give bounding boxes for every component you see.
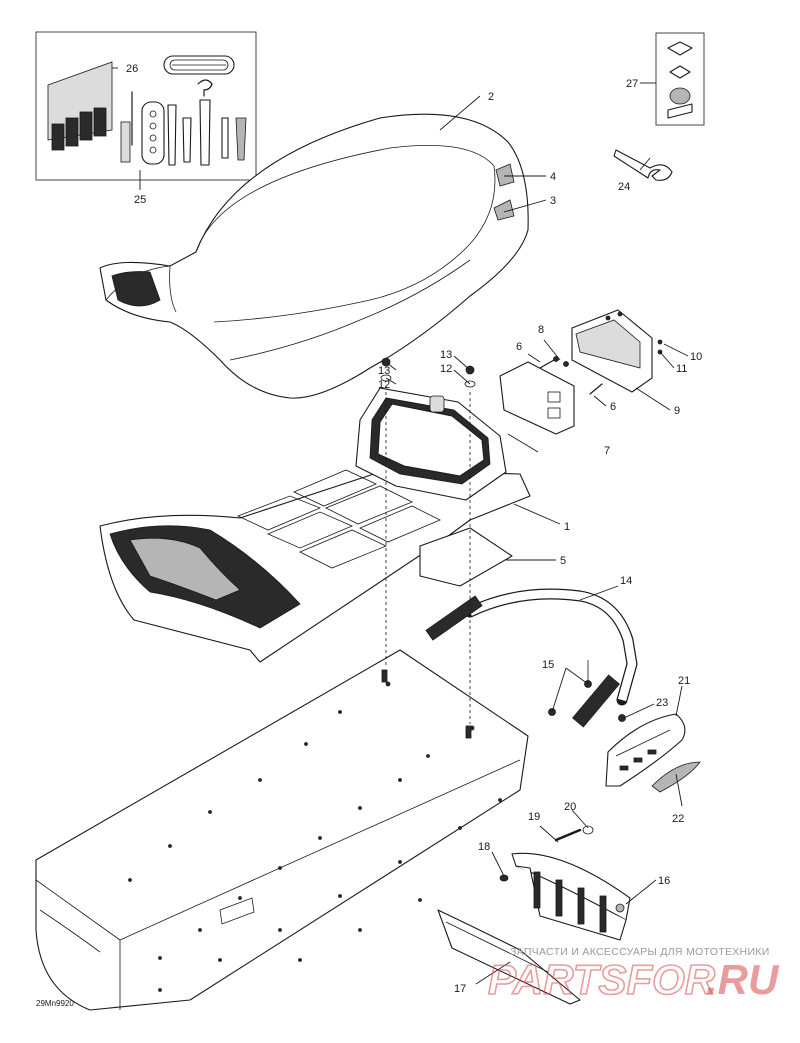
label-24: 24 <box>618 181 630 193</box>
label-19: 19 <box>528 811 540 823</box>
label-13b: 13 <box>440 349 452 361</box>
watermark-tagline: ЗАПЧАСТИ И АКСЕССУАРЫ ДЛЯ МОТОТЕХНИКИ <box>510 946 770 958</box>
label-6a: 6 <box>516 341 522 353</box>
tool-kit-group <box>35 31 257 181</box>
label-12b: 12 <box>440 363 452 375</box>
label-15: 15 <box>542 659 554 671</box>
label-25: 25 <box>134 194 146 206</box>
leader-lines <box>112 67 689 985</box>
label-11: 11 <box>676 363 687 375</box>
spanner-wrench-icon <box>613 149 673 181</box>
watermark-logo-suffix: .RU <box>706 956 780 1003</box>
grab-handle <box>425 588 638 728</box>
label-20: 20 <box>564 801 576 813</box>
key-assembly-group <box>655 32 705 126</box>
callout-labels: 26 25 27 2 4 3 24 8 6 10 11 9 6 7 13 12 … <box>36 63 702 1008</box>
label-1: 1 <box>564 521 570 533</box>
watermark-logo: PARTSFOR <box>488 956 716 1003</box>
label-8: 8 <box>538 324 544 336</box>
watermark: ЗАПЧАСТИ И АКСЕССУАРЫ ДЛЯ МОТОТЕХНИКИ PA… <box>487 946 780 1004</box>
label-26: 26 <box>126 63 138 75</box>
tunnel-chassis <box>35 649 529 1011</box>
label-21: 21 <box>678 675 690 687</box>
drawing-code: 29Mn9920 <box>36 999 74 1008</box>
label-10: 10 <box>690 351 702 363</box>
label-9: 9 <box>674 405 680 417</box>
label-4: 4 <box>550 171 556 183</box>
seat-cushion <box>99 113 529 399</box>
reflector-bracket <box>605 713 701 793</box>
seat-base-tray <box>99 387 531 663</box>
label-12a: 12 <box>378 379 390 391</box>
label-27: 27 <box>626 78 638 90</box>
label-22: 22 <box>672 813 684 825</box>
snow-flap-support <box>511 852 631 941</box>
label-16: 16 <box>658 875 670 887</box>
label-23: 23 <box>656 697 668 709</box>
label-2: 2 <box>488 91 494 103</box>
label-6b: 6 <box>610 401 616 413</box>
label-5: 5 <box>560 555 566 567</box>
label-14: 14 <box>620 575 632 587</box>
snow-flap <box>437 909 581 1005</box>
label-13a: 13 <box>378 365 390 377</box>
label-17: 17 <box>454 983 466 995</box>
label-7: 7 <box>604 445 610 457</box>
fasteners <box>380 357 626 882</box>
label-18: 18 <box>478 841 490 853</box>
tail-light-group <box>499 309 663 435</box>
label-3: 3 <box>550 195 556 207</box>
